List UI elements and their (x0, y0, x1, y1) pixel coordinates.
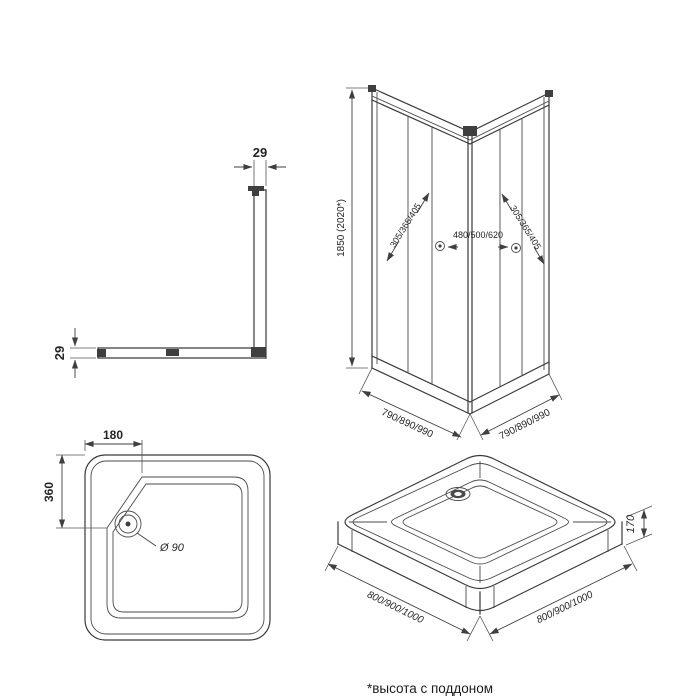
dim-tray-height: 170 (625, 505, 653, 546)
dim-drain-diameter: Ø 90 (136, 532, 185, 554)
corner-post (467, 132, 473, 414)
tray-rim-edge (90, 460, 265, 635)
tray-corner-width-label: 180 (103, 428, 123, 442)
tray-recess-floor (112, 483, 243, 613)
profile-brackets (97, 186, 266, 357)
glass-panel-left (371, 87, 471, 415)
tray3d-recess-floor (402, 485, 558, 559)
dim-center-opening: 480/500/620 (447, 230, 509, 251)
left-panel-width-label: 305/365/405 (388, 202, 423, 250)
shower-enclosure-3d-view: 1850 (2020*) 305/365/405 480/500/620 305… (336, 85, 563, 442)
profile-width-top-label: 29 (253, 145, 267, 160)
dim-tray-base-right: 800/900/1000 (479, 545, 638, 642)
dim-profile-width-top: 29 (234, 145, 286, 186)
door-handle-left (435, 241, 445, 251)
tray-corner-depth-label: 360 (42, 482, 56, 502)
corner-profile-plan-view: 29 29 (52, 145, 286, 378)
door-handle-right (511, 243, 521, 253)
tray3d-recess-edge (391, 479, 569, 565)
drain-3d-view (445, 487, 471, 501)
glass-panel-right (469, 92, 550, 415)
tray-height-label: 170 (625, 514, 637, 533)
vertical-wall-profile (253, 189, 267, 359)
tray-outer-edge (84, 454, 271, 641)
dim-enclosure-base-left: 790/890/990 (358, 367, 471, 441)
footnote: *высота с поддоном (366, 681, 494, 696)
profile-width-side-label: 29 (52, 346, 67, 360)
dim-enclosure-height: 1850 (2020*) (336, 87, 368, 369)
center-opening-label: 480/500/620 (453, 230, 503, 240)
tray3d-corner-slopes (349, 461, 611, 583)
horizontal-wall-profile (97, 347, 267, 359)
dim-tray-base-left: 800/900/1000 (324, 545, 481, 642)
enclosure-height-label: 1850 (2020*) (336, 199, 347, 257)
dim-tray-corner-width: 180 (84, 428, 143, 473)
shower-tray-3d-view: 800/900/1000 800/900/1000 170 (324, 454, 653, 642)
enclosure-brackets (368, 85, 553, 136)
dim-profile-width-side: 29 (52, 328, 96, 378)
dim-enclosure-base-right: 790/890/990 (469, 373, 563, 442)
tray-recess-edge (106, 476, 249, 619)
dim-tray-corner-depth: 360 (42, 454, 107, 529)
dim-right-panel-width: 305/365/405 (501, 193, 545, 265)
drain-diameter-label: Ø 90 (159, 542, 185, 554)
shower-tray-top-view: Ø 90 180 360 (42, 428, 271, 641)
drain-top-view (114, 510, 142, 538)
